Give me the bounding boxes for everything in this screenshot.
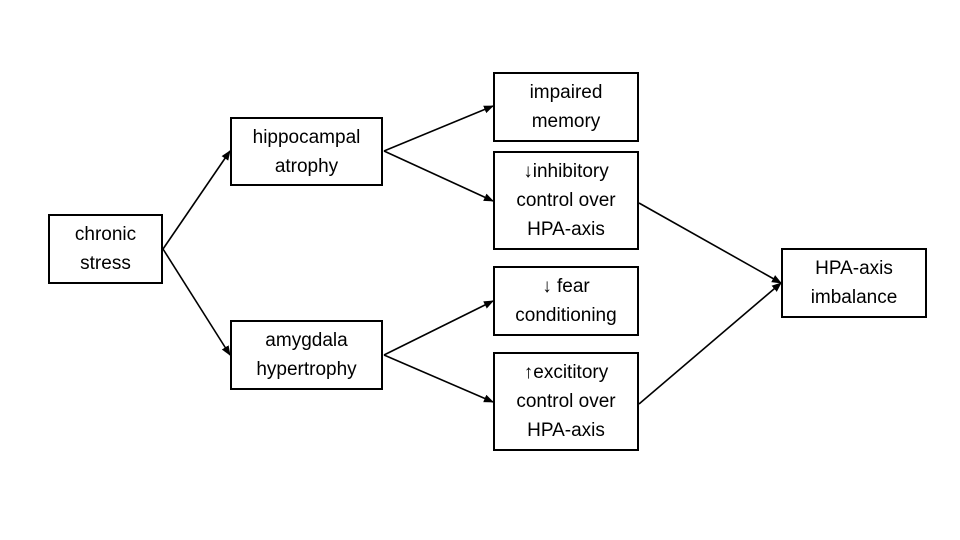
node-line: impaired bbox=[529, 82, 603, 103]
node-line: amygdala bbox=[265, 330, 348, 351]
node-fear-conditioning: ↓ fear conditioning bbox=[493, 266, 639, 336]
node-line: conditioning bbox=[515, 305, 617, 326]
node-line: hippocampal bbox=[252, 126, 361, 148]
node-line: HPA-axis bbox=[527, 219, 605, 240]
arrow-chronic-to-hippocampal bbox=[162, 150, 231, 250]
node-line: stress bbox=[80, 253, 131, 274]
node-line: ↑excititory bbox=[523, 362, 609, 383]
node-amygdala-hypertrophy: amygdala hypertrophy bbox=[230, 320, 383, 390]
arrow-amygdala-to-fear bbox=[383, 300, 494, 356]
node-chronic-stress: chronic stress bbox=[48, 214, 163, 284]
node-line: control over bbox=[516, 391, 616, 412]
node-excitatory-control: ↑excititory control over HPA-axis bbox=[493, 352, 639, 451]
node-hpa-axis-imbalance: HPA-axis imbalance bbox=[781, 248, 927, 318]
node-line: imbalance bbox=[810, 287, 898, 308]
node-line: hypertrophy bbox=[256, 359, 357, 380]
node-line: HPA-axis bbox=[815, 258, 893, 279]
node-line: control over bbox=[516, 190, 616, 211]
arrow-chronic-to-amygdala bbox=[162, 248, 231, 356]
node-line: ↓inhibitory bbox=[523, 161, 609, 182]
node-line: ↓ fear bbox=[542, 276, 590, 297]
node-line: atrophy bbox=[274, 155, 339, 177]
arrow-amygdala-to-excitatory bbox=[383, 354, 494, 403]
node-line: chronic bbox=[74, 224, 137, 245]
arrow-hippocampal-to-memory bbox=[383, 105, 494, 152]
arrow-hippocampal-to-inhibitory bbox=[383, 150, 494, 202]
node-hippocampal-atrophy: hippocampal atrophy bbox=[230, 117, 383, 186]
node-impaired-memory: impaired memory bbox=[493, 72, 639, 142]
node-line: memory bbox=[531, 111, 601, 132]
arrow-inhibitory-to-hpa bbox=[638, 202, 782, 284]
arrow-excitatory-to-hpa bbox=[638, 282, 782, 405]
node-line: HPA-axis bbox=[527, 420, 605, 441]
node-inhibitory-control: ↓inhibitory control over HPA-axis bbox=[493, 151, 639, 250]
